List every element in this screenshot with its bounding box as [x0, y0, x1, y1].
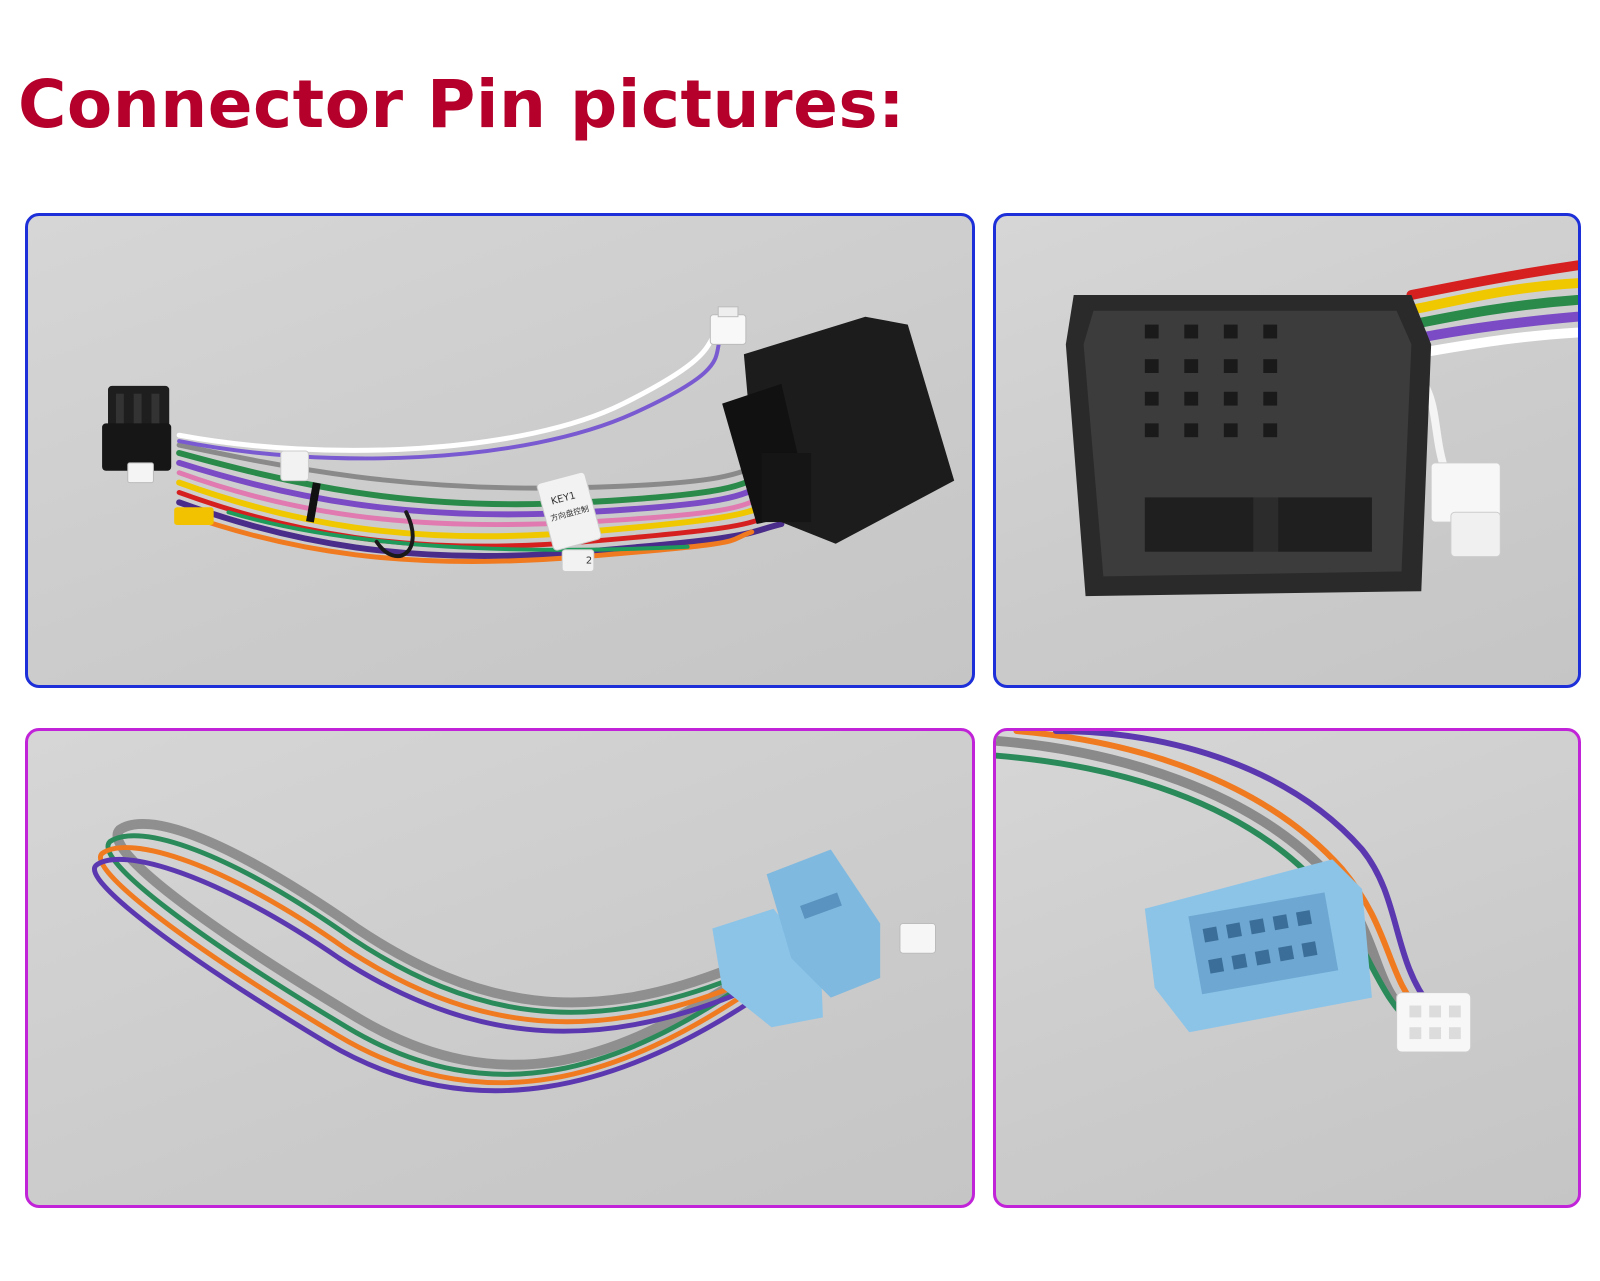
left-black-connectors [102, 385, 172, 471]
blue-connector-closeup-photo [996, 731, 1472, 1053]
harness-photo: KEY1 方向盘控制 2 [102, 306, 955, 572]
tag-small: 2 [586, 556, 592, 567]
blue-connector-closeup-panel [993, 728, 1581, 1208]
white-plug-top [709, 306, 747, 345]
pin-grid-bottom [1144, 497, 1372, 552]
closeup-wires [996, 731, 1435, 1031]
yellow-rca-plug [174, 507, 214, 526]
harness-photo-panel: KEY1 方向盘控制 2 [25, 213, 975, 688]
label-tags: KEY1 方向盘控制 2 [280, 450, 602, 572]
pin-grid-top [1144, 324, 1278, 438]
blue-connector-photo-panel [25, 728, 975, 1208]
white-plug [1396, 992, 1472, 1053]
blue-connector [712, 849, 881, 1028]
page-title: Connector Pin pictures: [18, 66, 906, 143]
main-black-connector [722, 316, 955, 544]
blue-connector-face [1144, 859, 1372, 1033]
loop-wires [92, 819, 760, 1094]
wire-bundle [176, 322, 785, 565]
white-plug [899, 923, 936, 954]
zip-tie [306, 482, 321, 523]
blue-connector-photo [92, 819, 936, 1094]
white-plug [1430, 462, 1501, 558]
connector-face-photo-panel [993, 213, 1581, 688]
connector-face-photo [1065, 260, 1578, 597]
connector-wires [1406, 260, 1578, 477]
white-plug-left [127, 462, 154, 484]
